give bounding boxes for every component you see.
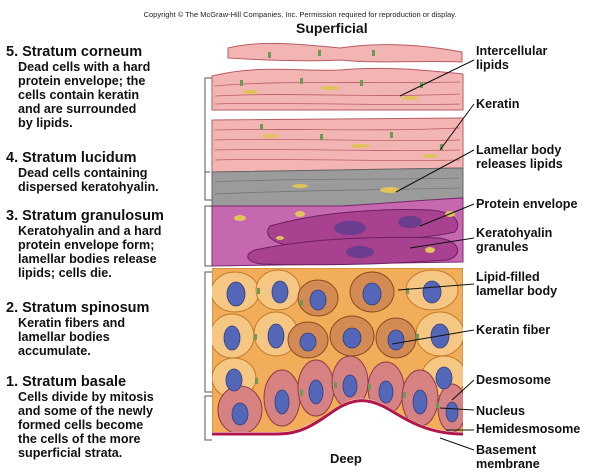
- layer-brackets: [205, 78, 212, 440]
- label-lipid-filled-lamellar-body: Lipid-filled lamellar body: [476, 270, 557, 298]
- label-nucleus: Nucleus: [476, 404, 525, 418]
- label-hemidesmosome: Hemidesmosome: [476, 422, 580, 436]
- label-keratohyalin-granules: Keratohyalin granules: [476, 226, 552, 254]
- label-intercellular-lipids: Intercellular lipids: [476, 44, 547, 72]
- label-lamellar-body-releases-lipids: Lamellar body releases lipids: [476, 143, 563, 171]
- label-basement-membrane: Basement membrane: [476, 443, 540, 471]
- stratum-corneum-illustration: [212, 43, 463, 172]
- label-protein-envelope: Protein envelope: [476, 197, 577, 211]
- label-keratin: Keratin: [476, 97, 519, 111]
- label-keratin-fiber: Keratin fiber: [476, 323, 550, 337]
- stratum-granulosum-illustration: [212, 198, 463, 266]
- label-desmosome: Desmosome: [476, 373, 551, 387]
